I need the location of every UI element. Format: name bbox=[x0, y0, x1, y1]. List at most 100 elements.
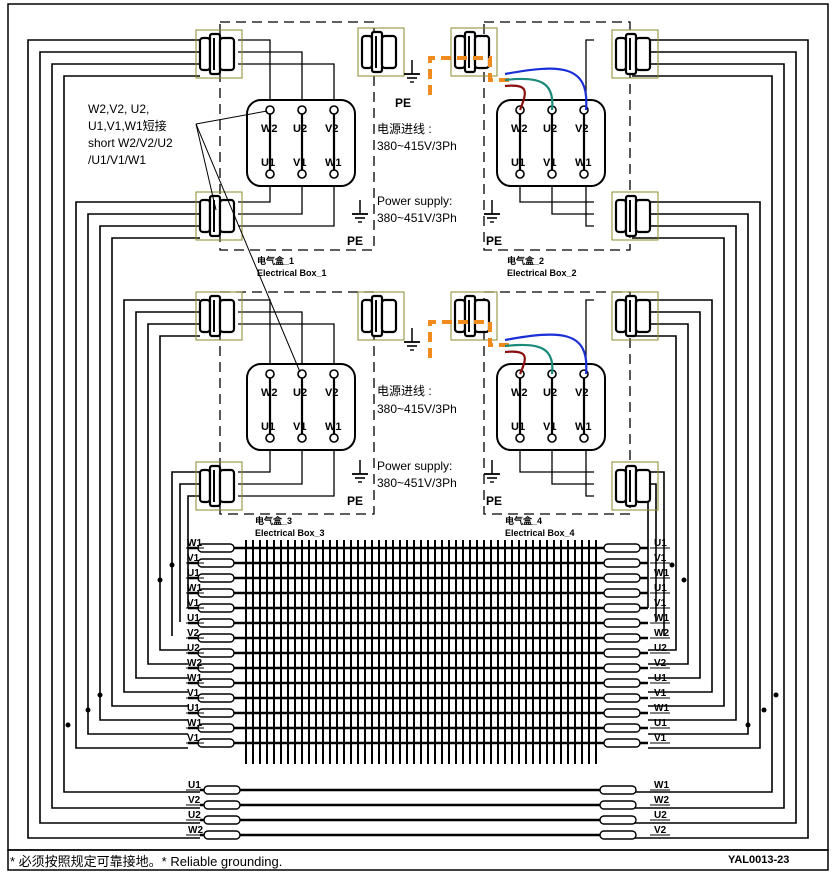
bundle-left-label-10: W1 bbox=[187, 673, 202, 684]
bundle-right-label-14: V1 bbox=[654, 733, 667, 744]
left-low-wire-2 bbox=[179, 483, 200, 622]
outer-loop-wire-2 bbox=[39, 51, 200, 824]
pe-label-box1: PE bbox=[347, 234, 363, 248]
pe-label-box3: PE bbox=[347, 494, 363, 508]
gland-frame bbox=[195, 461, 243, 511]
ground-symbol-box2 bbox=[484, 200, 500, 223]
cable-gland-1 bbox=[195, 29, 243, 79]
footer: * 必须按照规定可靠接地。* Reliable grounding. YAL00… bbox=[10, 854, 789, 869]
outer-loop-wire-4 bbox=[63, 75, 200, 793]
bundle-left-label-13: W1 bbox=[187, 718, 202, 729]
cable-gland-8 bbox=[357, 291, 405, 341]
outer-loop-wire-7 bbox=[632, 63, 785, 809]
right-mid-wire-2 bbox=[632, 311, 701, 679]
bundle-right-label-6: W1 bbox=[654, 613, 669, 624]
terminal-top-1-1 bbox=[265, 105, 275, 115]
short-note-line-4: /U1/V1/W1 bbox=[88, 153, 146, 167]
bottom-left-ferrule-1 bbox=[203, 785, 241, 795]
gland-to-terminal-wire-15 bbox=[238, 436, 303, 485]
gland-to-terminal-wire-17 bbox=[585, 299, 594, 372]
supply-cn-top: 电源进线 : bbox=[377, 122, 432, 136]
bundle-right-label-11: V1 bbox=[654, 688, 667, 699]
bundle-left-label-3: U1 bbox=[187, 568, 200, 579]
left-mid-wire-1 bbox=[123, 299, 200, 693]
gland-nut bbox=[614, 298, 628, 334]
gland-cap bbox=[218, 198, 236, 234]
bottom-right-ferrule-2 bbox=[599, 800, 637, 810]
bottom-right-ferrule-4 bbox=[599, 830, 637, 840]
ground-symbol-top bbox=[404, 60, 420, 83]
right-mid-wire-4 bbox=[632, 335, 677, 651]
gland-to-terminal-wire-10 bbox=[585, 172, 594, 227]
gland-cap bbox=[473, 34, 491, 70]
pe-label-top: PE bbox=[395, 96, 411, 110]
terminal-top-1-2 bbox=[297, 105, 307, 115]
supply-pe-dashed-top bbox=[428, 56, 512, 95]
terminal-bottom-label-1-2: V1 bbox=[293, 157, 306, 169]
terminal-top-3-1 bbox=[265, 369, 275, 379]
gland-to-terminal-wire-16 bbox=[238, 436, 335, 497]
phase-wire-blue bbox=[504, 333, 588, 375]
terminal-bottom-label-4-2: V1 bbox=[543, 421, 556, 433]
terminal-bottom-label-3-3: W1 bbox=[325, 421, 342, 433]
gland-frame bbox=[450, 27, 498, 77]
supply-text-top: PE 电源进线 : 380~415V/3Ph Power supply: 380… bbox=[347, 96, 502, 248]
gland-cap bbox=[380, 298, 398, 334]
bundle-right-ferrule-9 bbox=[603, 663, 641, 673]
supply-en-voltage-top: 380~451V/3Ph bbox=[377, 211, 457, 225]
junction-dot-7 bbox=[761, 707, 767, 713]
bottom-left-label-3: U2 bbox=[188, 810, 201, 821]
box-label-cn-3: 电气盒_3 bbox=[255, 515, 292, 526]
terminal-bottom-label-1-1: U1 bbox=[261, 157, 275, 169]
bundle-right-label-13: U1 bbox=[654, 718, 667, 729]
short-note-line-2: U1,V1,W1短接 bbox=[88, 118, 167, 133]
grounding-note: * 必须按照规定可靠接地。* Reliable grounding. bbox=[10, 854, 282, 869]
bundle-right-ferrule-5 bbox=[603, 603, 641, 613]
bundle-right-ferrule-6 bbox=[603, 618, 641, 628]
right-side-wire-3 bbox=[632, 225, 737, 721]
bundle-right-label-9: V2 bbox=[654, 658, 667, 669]
bundle-left-label-7: V2 bbox=[187, 628, 200, 639]
phase-wire-teal bbox=[504, 343, 554, 375]
box-label-en-4: Electrical Box_4 bbox=[505, 528, 575, 538]
right-side-wire-1 bbox=[632, 201, 761, 749]
box-label-en-1: Electrical Box_1 bbox=[257, 268, 327, 278]
bottom-left-label-2: V2 bbox=[188, 795, 201, 806]
cable-gland-5 bbox=[195, 191, 243, 241]
outer-loop-wire-8 bbox=[632, 75, 773, 793]
gland-to-terminal-wire-6 bbox=[238, 172, 335, 227]
terminal-bottom-3-1 bbox=[265, 433, 275, 443]
bundle-left-label-2: V1 bbox=[187, 553, 200, 564]
electrical-box-outline-1 bbox=[219, 21, 375, 251]
cable-glands bbox=[195, 27, 659, 511]
terminal-bottom-2-2 bbox=[547, 169, 557, 179]
bottom-right-label-2: W2 bbox=[654, 795, 669, 806]
cable-gland-2 bbox=[357, 27, 405, 77]
terminal-bottom-2-3 bbox=[579, 169, 589, 179]
terminal-bottom-1-3 bbox=[329, 169, 339, 179]
left-mid-wire-2 bbox=[135, 311, 200, 679]
gland-to-terminal-wire-7 bbox=[585, 39, 594, 106]
right-side-wire-4 bbox=[632, 237, 725, 707]
outer-loop-wire-3 bbox=[51, 63, 200, 809]
left-low-wire-1 bbox=[171, 471, 200, 636]
terminal-bottom-label-3-2: V1 bbox=[293, 421, 306, 433]
left-side-wire-3 bbox=[99, 225, 200, 721]
gland-nut bbox=[614, 36, 628, 72]
left-side-wire-4 bbox=[111, 237, 200, 707]
terminal-top-label-2-3: V2 bbox=[575, 123, 588, 135]
terminal-top-label-4-2: U2 bbox=[543, 387, 557, 399]
bundle-right-label-5: V1 bbox=[654, 598, 667, 609]
gland-frame bbox=[195, 191, 243, 241]
bundle-left-label-1: W1 bbox=[187, 538, 202, 549]
outer-loop-wire-1 bbox=[27, 39, 200, 839]
terminal-top-label-1-2: U2 bbox=[293, 123, 307, 135]
gland-cap bbox=[218, 468, 236, 504]
gland-nut bbox=[614, 198, 628, 234]
terminal-top-label-1-3: V2 bbox=[325, 123, 338, 135]
box-label-cn-4: 电气盒_4 bbox=[505, 515, 542, 526]
supply-cn-voltage-top: 380~415V/3Ph bbox=[377, 139, 457, 153]
